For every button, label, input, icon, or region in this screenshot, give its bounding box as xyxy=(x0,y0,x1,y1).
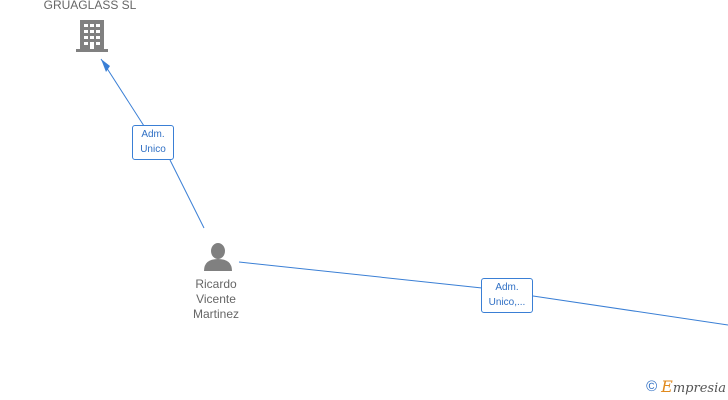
building-icon[interactable] xyxy=(76,20,108,52)
brand-name: Empresia xyxy=(661,377,726,396)
edge-arrowhead xyxy=(101,59,110,72)
person-label[interactable]: Ricardo Vicente Martinez xyxy=(178,277,254,322)
edge-label-adm-unico[interactable]: Adm. Unico xyxy=(132,125,174,160)
edge-person-to-company xyxy=(100,58,205,229)
edge-label-adm-unico-more[interactable]: Adm. Unico,... xyxy=(481,278,533,313)
company-label[interactable]: GRUAGLASS SL xyxy=(43,0,137,12)
person-icon[interactable] xyxy=(204,243,232,271)
copyright-icon: © xyxy=(646,378,658,395)
person-label-line: Martinez xyxy=(192,307,239,321)
person-label-line: Vicente xyxy=(196,292,236,306)
edge-person-to-right xyxy=(238,261,728,326)
empresia-logo[interactable]: © Empresia xyxy=(646,377,726,396)
person-label-line: Ricardo xyxy=(195,277,237,291)
